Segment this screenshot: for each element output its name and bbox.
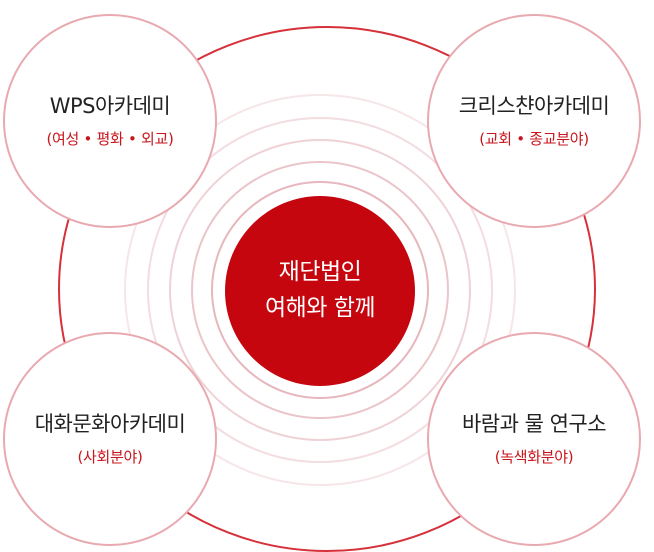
node-subtitle: (사회분야) bbox=[77, 448, 143, 467]
node-subtitle: (여성 • 평화 • 외교) bbox=[46, 130, 174, 149]
node-title: WPS아카데미 bbox=[49, 93, 171, 118]
node-title: 크리스챤아카데미 bbox=[458, 93, 610, 118]
faint-ring-3 bbox=[169, 139, 471, 441]
faint-ring-5 bbox=[124, 94, 516, 486]
center-line-1: 재단법인 bbox=[278, 259, 362, 286]
faint-ring-1 bbox=[211, 181, 429, 399]
node-title: 바람과 물 연구소 bbox=[461, 411, 607, 436]
faint-ring-2 bbox=[191, 161, 449, 419]
faint-ring-4 bbox=[147, 117, 493, 463]
center-node-foundation: 재단법인 여해와 함께 bbox=[225, 196, 415, 386]
node-subtitle: (녹색화분야) bbox=[494, 448, 574, 467]
node-wps-academy: WPS아카데미 (여성 • 평화 • 외교) bbox=[3, 14, 217, 228]
node-dialogue-culture-academy: 대화문화아카데미 (사회분야) bbox=[3, 332, 217, 546]
node-subtitle: (교회 • 종교분야) bbox=[479, 130, 589, 149]
center-line-2: 여해와 함께 bbox=[264, 295, 376, 321]
node-wind-water-institute: 바람과 물 연구소 (녹색화분야) bbox=[427, 332, 641, 546]
node-christian-academy: 크리스챤아카데미 (교회 • 종교분야) bbox=[427, 14, 641, 228]
outer-ring bbox=[58, 26, 596, 552]
node-title: 대화문화아카데미 bbox=[34, 411, 186, 436]
